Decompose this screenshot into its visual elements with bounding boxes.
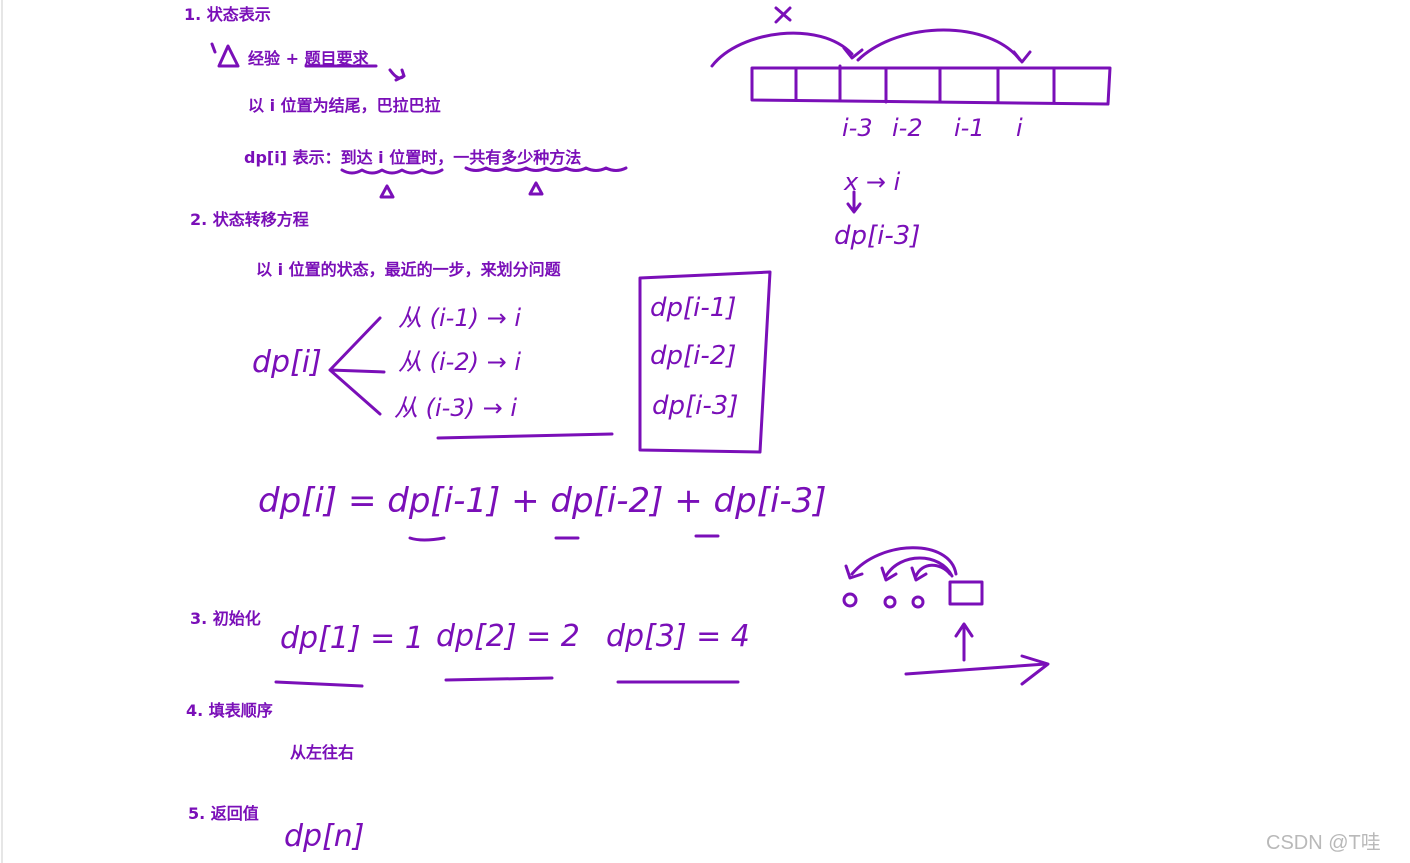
from-i-1: 从 (i-1) → i [398, 304, 521, 332]
from-i-2: 从 (i-2) → i [398, 348, 521, 376]
down-arrow [846, 190, 862, 214]
wavy-underline-reach [340, 168, 444, 175]
dp-reach: 到达 i 位置时 [340, 148, 438, 167]
dp-ways: 一共有多少种方法 [453, 148, 582, 167]
init-underlines [274, 676, 740, 688]
box-dp-i-1: dp[i-1] [650, 293, 736, 323]
equation-marks [408, 534, 720, 542]
frog-diagram [842, 546, 1050, 686]
tree-branches [328, 316, 386, 416]
heading-init: 3. 初始化 [190, 609, 261, 628]
fill-order-text: 从左往右 [290, 743, 355, 762]
dp-prefix: dp[i] 表示： [244, 148, 341, 167]
from-i-3: 从 (i-3) → i [394, 394, 517, 422]
dp-comma: ， [437, 148, 454, 167]
box-dp-i-3: dp[i-3] [652, 391, 738, 421]
delta-small-2 [528, 181, 544, 196]
heading-fill-order: 4. 填表顺序 [186, 701, 273, 720]
label-i-1: i-1 [954, 114, 985, 142]
init-dp2: dp[2] = 2 [436, 619, 580, 654]
x-to-i: x → i [843, 168, 901, 196]
wavy-underline-ways [464, 166, 628, 172]
init-dp1: dp[1] = 1 [280, 621, 424, 656]
return-dp-n: dp[n] [284, 819, 365, 854]
state-line-1: 以 i 位置为结尾，巴拉巴拉 [248, 96, 441, 115]
dp-definition: dp[i] 表示：到达 i 位置时，一共有多少种方法 [244, 144, 581, 168]
delta-small-1 [379, 184, 395, 199]
tree-dp-i: dp[i] [252, 345, 322, 380]
delta-symbol [217, 44, 240, 68]
experience-requirement: 经验 + 题目要求 [248, 49, 369, 68]
dp-i-3-note: dp[i-3] [834, 221, 920, 251]
label-i: i [1016, 114, 1023, 142]
recurrence-equation: dp[i] = dp[i-1] + dp[i-2] + dp[i-3] [258, 481, 827, 521]
transition-line: 以 i 位置的状态，最近的一步，来划分问题 [256, 260, 561, 279]
underline-from3 [436, 432, 614, 440]
box-dp-i-2: dp[i-2] [650, 341, 736, 371]
array-strip [710, 6, 1112, 106]
heading-return: 5. 返回值 [188, 804, 259, 823]
label-i-3: i-3 [842, 114, 873, 142]
dp-box [638, 270, 772, 454]
heading-state-representation: 1. 状态表示 [184, 5, 271, 24]
init-dp3: dp[3] = 4 [606, 619, 750, 654]
tick-mark [210, 42, 217, 54]
label-i-2: i-2 [892, 114, 923, 142]
heading-transition: 2. 状态转移方程 [190, 210, 309, 229]
curved-arrow [388, 68, 406, 82]
watermark: CSDN @T哇 [1266, 832, 1381, 854]
